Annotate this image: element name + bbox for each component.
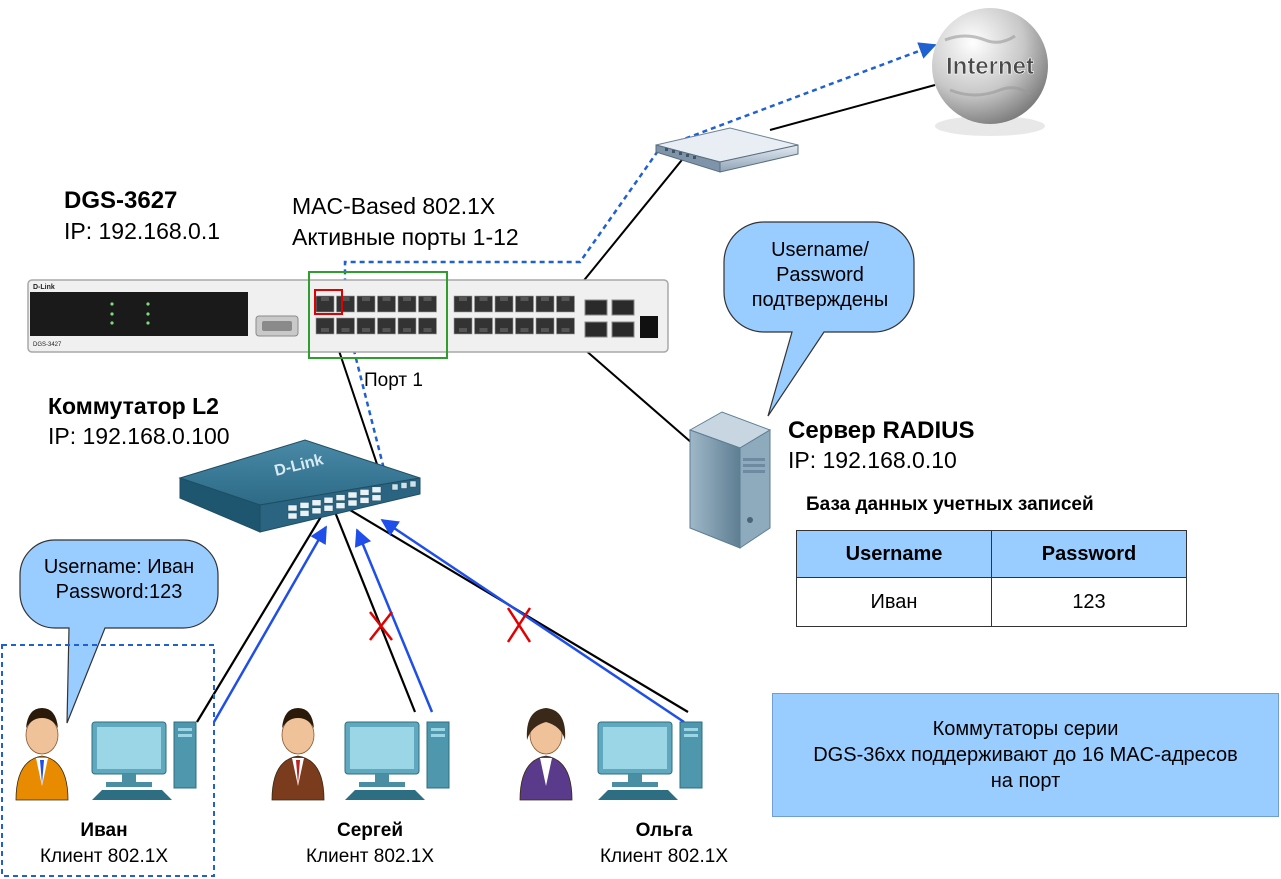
auth-mode-label: MAC-Based 802.1X bbox=[292, 193, 496, 219]
link-sergey-blue bbox=[354, 528, 434, 713]
client-callout-text: Username: Иван Password:123 bbox=[20, 555, 218, 605]
active-ports-frame bbox=[308, 271, 448, 359]
active-ports-label: Активные порты 1-12 bbox=[292, 224, 519, 250]
table-row: Иван 123 bbox=[796, 577, 1187, 627]
computer-icon bbox=[91, 721, 197, 800]
table-header-row: Username Password bbox=[796, 530, 1187, 578]
table-cell-username: Иван bbox=[796, 577, 992, 627]
port1-label: Порт 1 bbox=[364, 370, 423, 391]
client-male-icon bbox=[271, 708, 325, 801]
table-header-password: Password bbox=[991, 530, 1187, 578]
core-switch-model-label: DGS-3427 bbox=[33, 342, 62, 348]
computer-icon bbox=[344, 721, 450, 800]
client-role-sergey: Клиент 802.1X bbox=[305, 846, 435, 867]
port1-highlight bbox=[314, 289, 343, 315]
table-header-username: Username bbox=[796, 530, 992, 578]
access-switch-icon: D-Link bbox=[178, 439, 421, 533]
client-male-icon bbox=[15, 708, 69, 801]
radius-server-name: Сервер RADIUS bbox=[788, 417, 975, 444]
client-role-ivan: Клиент 802.1X bbox=[39, 846, 169, 867]
link-sergey-black bbox=[333, 511, 417, 713]
link-router-internet bbox=[769, 84, 936, 131]
note-line: DGS-36xx поддерживают до 16 MAC-адресов bbox=[813, 744, 1238, 766]
link-olga-blue bbox=[380, 518, 685, 724]
note-line: на порт bbox=[990, 770, 1061, 792]
link-ivan-black bbox=[196, 514, 323, 723]
radius-callout-line: подтверждены bbox=[751, 289, 889, 311]
core-switch-ip: IP: 192.168.0.1 bbox=[64, 218, 221, 244]
radius-callout-line: Username/ bbox=[771, 239, 869, 261]
client-female-icon bbox=[519, 708, 573, 801]
radius-callout-text: Username/ Password подтверждены bbox=[740, 238, 900, 313]
info-note-box: Коммутаторы серии DGS-36xx поддерживают … bbox=[772, 693, 1279, 817]
ivan-dashed-frame bbox=[1, 644, 215, 877]
internet-globe-icon: Internet bbox=[932, 8, 1048, 136]
database-title: База данных учетных записей bbox=[806, 494, 1094, 515]
core-switch-name: DGS-3627 bbox=[64, 187, 178, 214]
link-ivan-blue bbox=[212, 525, 328, 723]
radius-server-icon bbox=[688, 411, 772, 549]
blocked-cross-sergey bbox=[369, 611, 393, 641]
link-core-router bbox=[567, 149, 691, 301]
radius-callout-bubble bbox=[723, 221, 915, 417]
radius-callout-line: Password bbox=[776, 264, 864, 286]
core-switch-brand: D-Link bbox=[33, 284, 55, 291]
client-name-olga: Ольга bbox=[635, 820, 693, 841]
internet-label: Internet bbox=[946, 53, 1034, 80]
radius-server-ip: IP: 192.168.0.10 bbox=[788, 447, 957, 473]
blocked-cross-olga bbox=[506, 607, 532, 643]
client-name-ivan: Иван bbox=[80, 820, 128, 841]
access-switch-ip: IP: 192.168.0.100 bbox=[48, 423, 230, 449]
accounts-table: Username Password Иван 123 bbox=[796, 530, 1187, 627]
access-switch-name: Коммутатор L2 bbox=[48, 393, 219, 419]
client-role-olga: Клиент 802.1X bbox=[599, 846, 729, 867]
client-callout-line: Username: Иван bbox=[43, 556, 195, 578]
core-switch-panel: D-Link DGS-3427 bbox=[27, 271, 669, 359]
client-callout-line: Password:123 bbox=[55, 581, 183, 603]
note-line: Коммутаторы серии bbox=[932, 718, 1119, 740]
computer-icon bbox=[597, 721, 703, 800]
router-icon bbox=[655, 127, 799, 173]
link-core-radius bbox=[567, 334, 701, 451]
client-callout-bubble bbox=[19, 539, 219, 724]
client-name-sergey: Сергей bbox=[336, 820, 404, 841]
table-cell-password: 123 bbox=[991, 577, 1187, 627]
